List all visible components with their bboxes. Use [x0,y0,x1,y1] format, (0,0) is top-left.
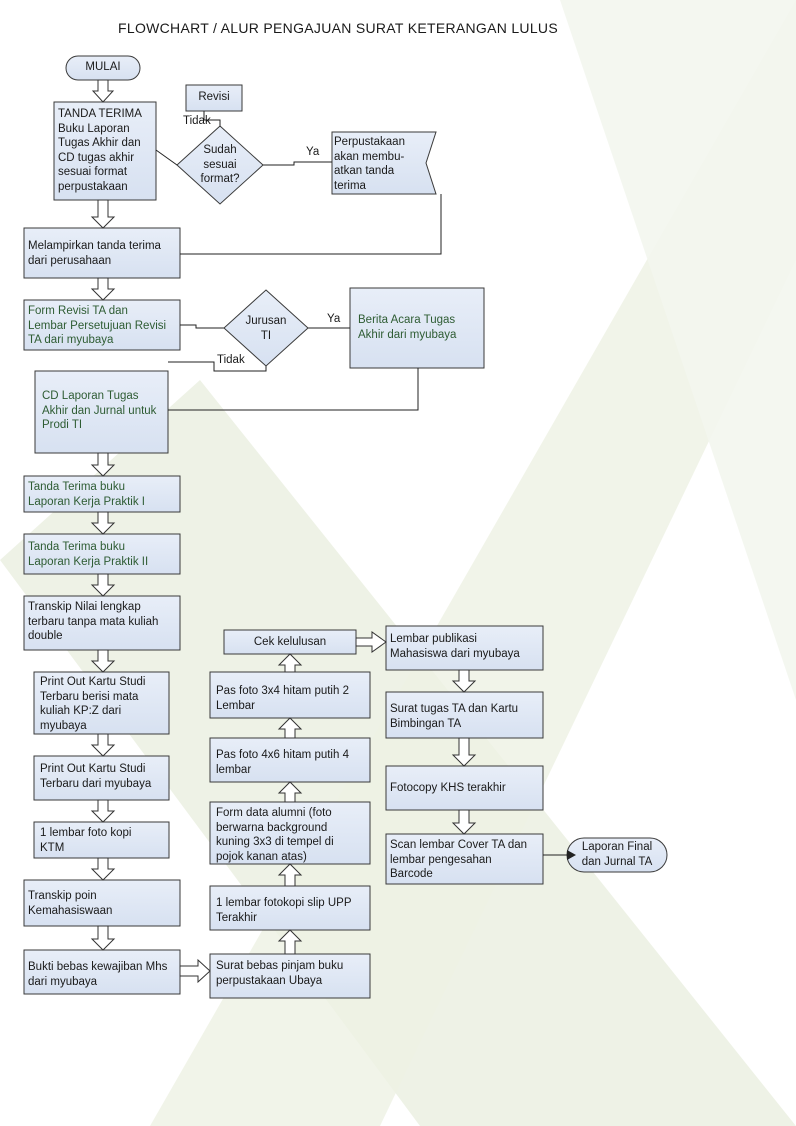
box-form-revisi [23,299,181,351]
kp1-label: Tanda Terima buku Laporan Kerja Praktik … [28,481,145,508]
box-publikasi [385,625,544,671]
decision-jurusan-label: Jurusan TI [245,315,287,342]
foto-4x6-label: Pas foto 4x6 hitam putih 4 lembar [216,749,349,776]
arrow-down [90,199,116,229]
box-tanda-terima [53,101,157,201]
krs-kpz-label: Print Out Kartu Studi Terbaru berisi mat… [40,676,146,732]
arrow-down [90,799,116,823]
no-label: Tidak [217,354,245,366]
revisi-label: Revisi [198,91,230,103]
box-bebas-pinjam [209,953,371,999]
arrow-down [90,277,116,301]
arrow-up [277,781,303,803]
decision-format-label: Sudah sesuai format? [200,144,240,185]
box-transkip-nilai [23,595,181,651]
surat-tugas-label: Surat tugas TA dan Kartu Bimbingan TA [390,703,519,730]
arrow-down [90,452,116,477]
box-kp2 [23,533,181,575]
arrow-up [277,717,303,739]
publikasi-label: Lembar publikasi Mahasiswa dari myubaya [390,633,520,660]
box-krs [33,755,170,801]
box-scan-cover [385,833,544,885]
arrow-down [451,669,477,693]
arrow-right [355,631,387,653]
khs-label: Fotocopy KHS terakhir [390,782,506,794]
arrow-up [277,929,303,955]
cd-laporan-label: CD Laporan Tugas Akhir dan Jurnal untuk … [42,390,157,431]
perpustakaan-label: Perpustakaan akan membu- atkan tanda ter… [334,136,405,192]
box-data-alumni [209,801,371,865]
transkip-nilai-label: Transkip Nilai lengkap terbaru tanpa mat… [28,601,159,642]
arrow-right [179,958,211,984]
arrow-down [451,809,477,835]
box-berita-acara [349,287,485,369]
scan-cover-label: Scan lembar Cover TA dan lembar pengesah… [390,839,528,880]
start-label: MULAI [85,61,121,73]
foto-3x4-label: Pas foto 3x4 hitam putih 2 Lembar [216,685,349,712]
slip-upp-label: 1 lembar fotokopi slip UPP Terakhir [216,897,352,924]
end-terminal [566,837,668,873]
tanda-terima-label: TANDA TERIMA Buku Laporan Tugas Akhir da… [58,108,142,193]
box-poin [23,879,181,927]
arrow-down [90,925,116,951]
arrow-down [90,573,116,597]
connectors [155,111,567,856]
box-surat-tugas [385,691,544,739]
background-band [560,0,796,700]
poin-label: Transkip poin Kemahasiswaan [28,890,113,917]
end-label: Laporan Final dan Jurnal TA [581,841,653,868]
arrow-down [90,511,116,535]
arrow-down [90,857,116,881]
decision-format [176,125,264,205]
flow-arrows [90,79,477,984]
lampiran-label: Melampirkan tanda terima dari perusahaan [28,240,161,267]
page-title: FLOWCHART / ALUR PENGAJUAN SURAT KETERAN… [118,20,558,36]
box-krs-kpz [33,671,170,735]
arrow-down [451,737,477,767]
arrow-up [277,863,303,887]
yes-label: Ya [327,313,341,325]
form-revisi-label: Form Revisi TA dan Lembar Persetujuan Re… [28,305,167,346]
box-foto-3x4 [209,671,371,719]
cek-kelulusan-label: Cek kelulusan [253,636,327,648]
document-perpustakaan [331,131,437,195]
arrow-head [567,850,576,860]
yes-label: Ya [306,146,320,158]
arrow-down [90,649,116,673]
berita-acara-label: Berita Acara Tugas Akhir dari myubaya [358,314,457,341]
box-revisi [185,84,243,112]
bebas-mhs-label: Bukti bebas kewajiban Mhs dari myubaya [28,961,168,988]
box-khs [385,765,544,811]
arrow-down [90,733,116,757]
bebas-pinjam-label: Surat bebas pinjam buku perpustakaan Uba… [216,960,344,987]
box-slip-upp [209,885,371,931]
data-alumni-label: Form data alumni (foto berwarna backgrou… [216,807,334,863]
kp2-label: Tanda Terima buku Laporan Kerja Praktik … [28,541,149,568]
ktm-label: 1 lembar foto kopi KTM [40,827,132,854]
no-label: Tidak [183,115,211,127]
arrow-down [91,79,115,103]
krs-label: Print Out Kartu Studi Terbaru dari myuba… [40,763,152,790]
arrow-up [277,653,303,673]
